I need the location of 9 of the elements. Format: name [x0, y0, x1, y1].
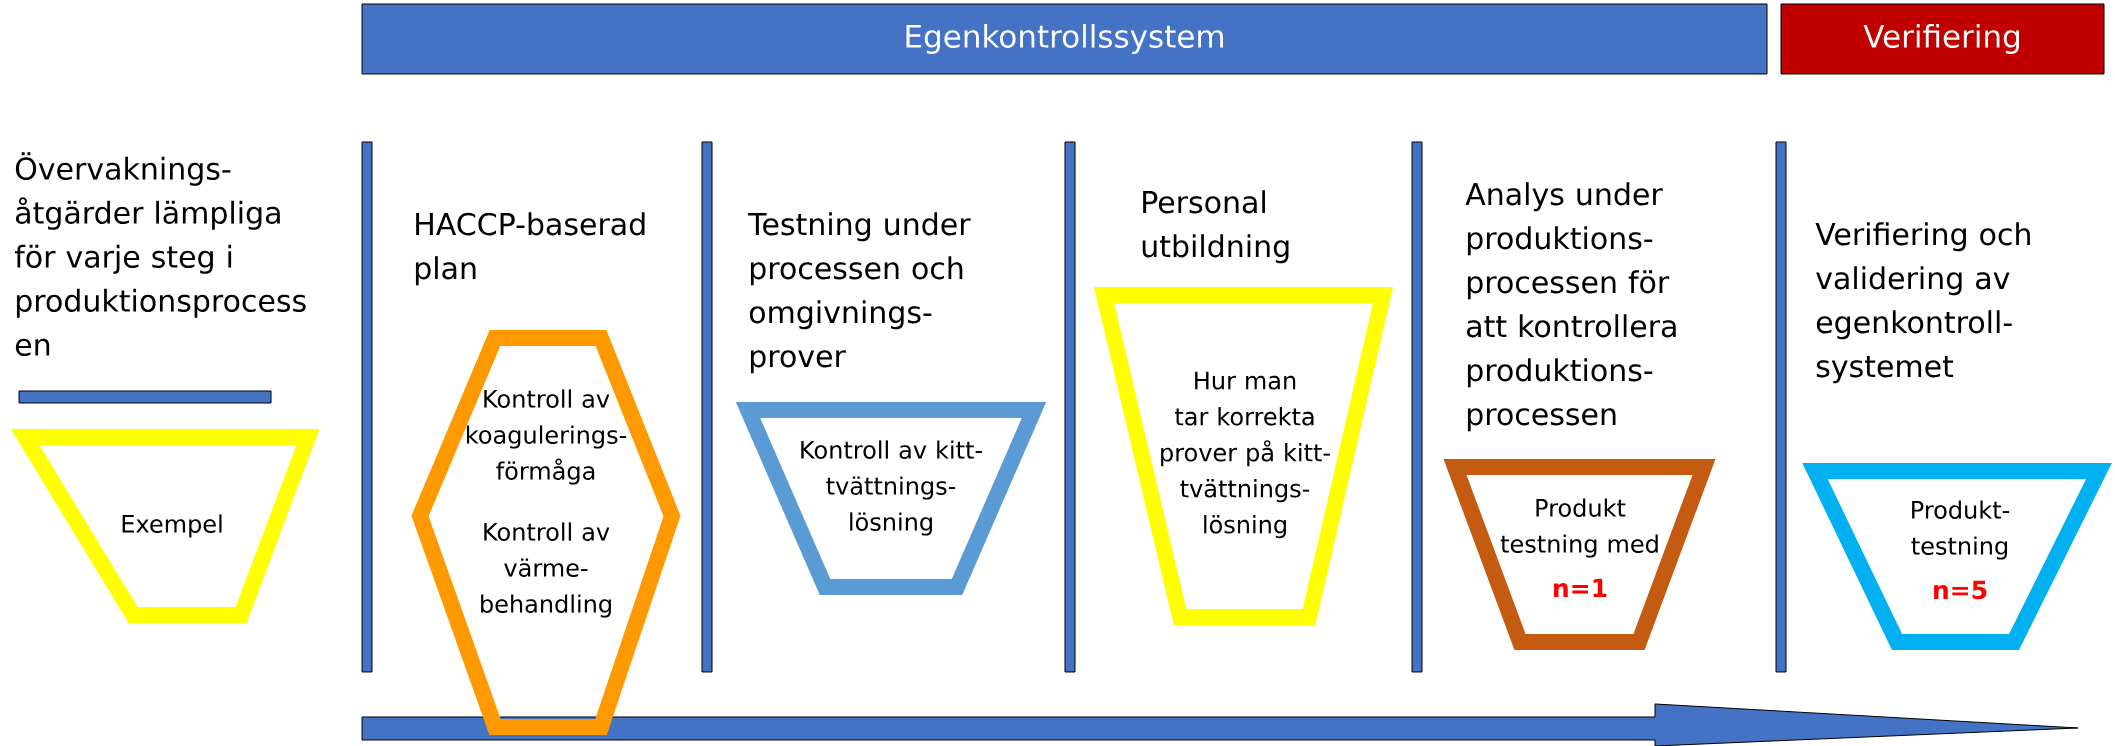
- column-heading: Verifiering och validering av egenkontroll- systemet: [1815, 222, 2030, 384]
- column-heading: Övervaknings- åtgärder lämpliga för varje steg i produktionsprocess en: [14, 152, 306, 356]
- banner: Verifiering: [1780, 3, 2105, 75]
- underline-bar: [18, 390, 272, 404]
- column-heading: HACCP-baserad plan: [415, 212, 645, 286]
- column-heading: Analys under produktions- processen för att kontrollera produktions- processen: [1465, 182, 1676, 432]
- column-heading: Testning under processen och omgivnings- prover: [748, 212, 971, 374]
- column-heading: Personal utbildning: [1142, 190, 1289, 264]
- banner: Egenkontrollssystem: [361, 3, 1768, 75]
